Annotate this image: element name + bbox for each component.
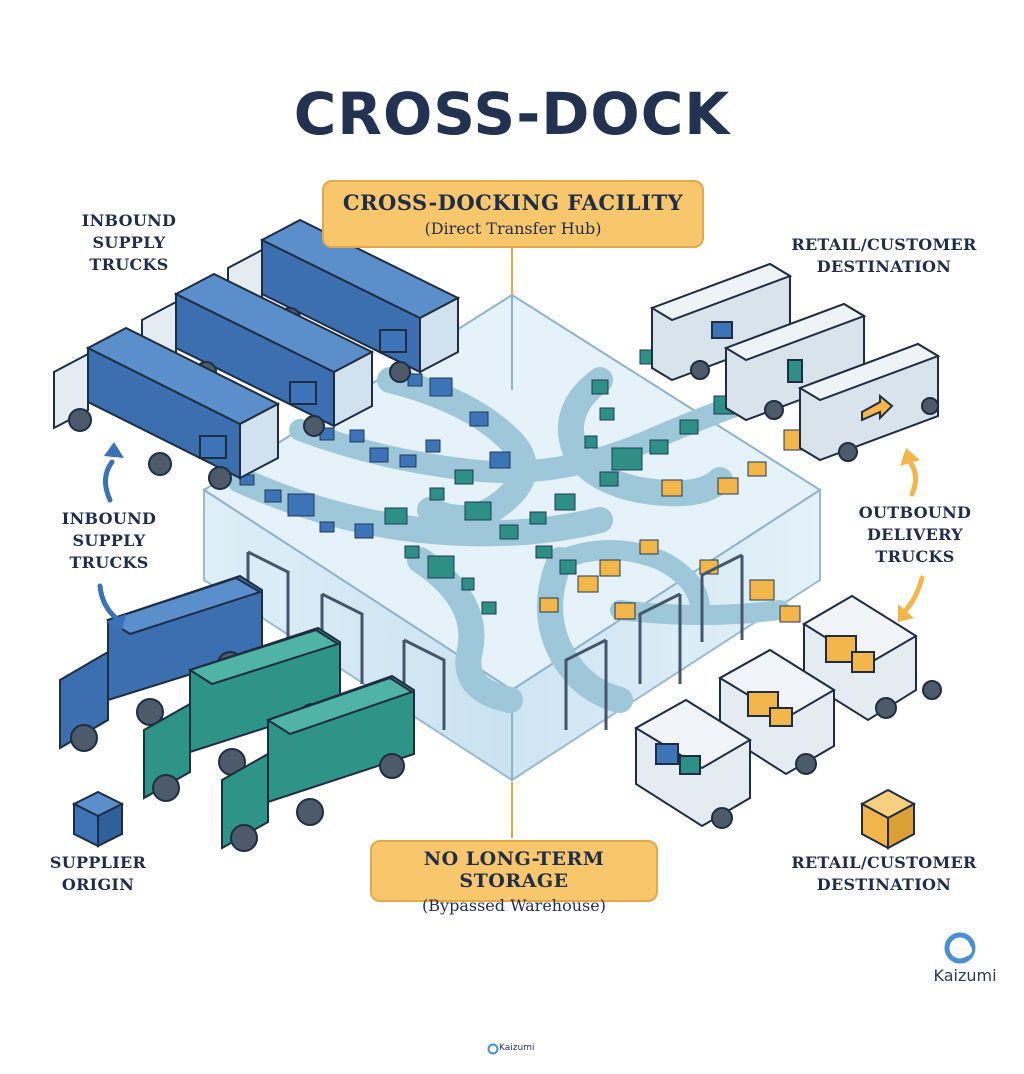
outbound-box-trucks-bottom <box>634 594 942 829</box>
storage-title: NO LONG-TERM STORAGE <box>423 848 605 892</box>
retail-box-icon <box>859 788 917 850</box>
conveyor-packages <box>239 349 809 623</box>
outbound-box-trucks-top <box>649 262 941 462</box>
brand-name: Kaizumi <box>933 966 997 985</box>
outbound-arrows <box>898 448 925 622</box>
label-retail-bottom: RETAIL/CUSTOMER DESTINATION <box>791 853 977 894</box>
label-inbound-mid: INBOUND SUPPLY TRUCKS <box>61 509 157 572</box>
arrow-down-icon <box>901 575 925 615</box>
label-outbound: OUTBOUND DELIVERY TRUCKS <box>858 503 972 566</box>
kaizumi-logo-icon <box>487 932 976 1055</box>
brand-mini: Kaizumi <box>487 1040 547 1060</box>
supplier-box-icon <box>71 790 125 848</box>
arrow-down-icon <box>97 583 119 621</box>
facility-title: CROSS-DOCKING FACILITY <box>342 190 684 215</box>
arrow-up-icon <box>103 459 115 503</box>
page-title: CROSS-DOCK <box>293 80 731 148</box>
label-supplier: SUPPLIER ORIGIN <box>49 853 147 894</box>
arrow-up-icon <box>907 459 918 497</box>
label-inbound-top: INBOUND SUPPLY TRUCKS <box>81 211 177 274</box>
facility-callout: CROSS-DOCKING FACILITY (Direct Transfer … <box>322 180 704 248</box>
storage-callout: NO LONG-TERM STORAGE (Bypassed Warehouse… <box>370 840 658 915</box>
inbound-box-trucks <box>53 218 461 490</box>
storage-subtitle: (Bypassed Warehouse) <box>422 896 606 915</box>
facility-subtitle: (Direct Transfer Hub) <box>424 219 602 238</box>
brand-mini-text: Kaizumi <box>499 1043 535 1053</box>
inbound-container-trucks <box>59 574 415 852</box>
inbound-arrows <box>97 442 126 630</box>
label-retail-top: RETAIL/CUSTOMER DESTINATION <box>791 235 977 276</box>
